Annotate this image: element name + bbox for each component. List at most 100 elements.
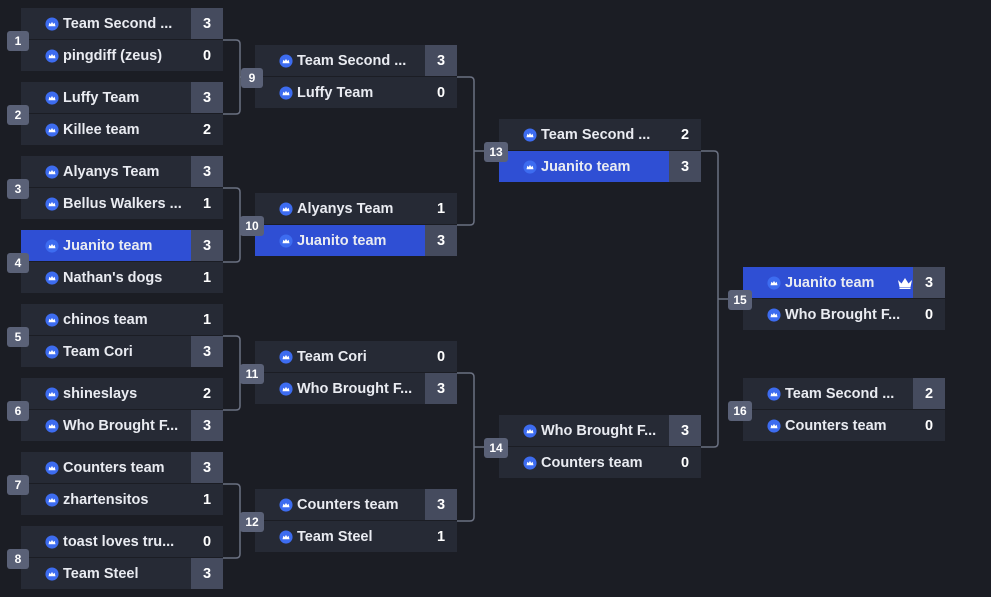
match-number-badge[interactable]: 12 (240, 512, 264, 532)
team-logo-icon (523, 455, 537, 470)
team-score: 0 (202, 47, 212, 64)
team-score: 1 (202, 269, 212, 286)
match-number-badge[interactable]: 7 (7, 475, 29, 495)
team-logo-icon (279, 53, 293, 68)
team-score: 3 (191, 230, 223, 261)
team-name: Counters team (63, 459, 165, 476)
team-score: 0 (436, 348, 446, 365)
team-row[interactable]: Who Brought F...0 (743, 299, 945, 331)
match-number-badge[interactable]: 2 (7, 105, 29, 125)
team-logo-icon (767, 275, 781, 290)
team-row[interactable]: Team Second ...2 (743, 378, 945, 410)
team-logo-icon (45, 90, 59, 105)
team-name: Luffy Team (297, 84, 374, 101)
match-number-badge[interactable]: 10 (240, 216, 264, 236)
team-logo-icon (45, 566, 59, 581)
team-score: 3 (669, 151, 701, 182)
team-row[interactable]: Team Second ...2 (499, 119, 701, 151)
team-row[interactable]: Who Brought F...3 (255, 373, 457, 405)
team-name: Team Cori (63, 343, 133, 360)
team-logo-icon (767, 418, 781, 433)
team-name: Bellus Walkers ... (63, 195, 182, 212)
match-number-badge[interactable]: 14 (484, 438, 508, 458)
team-row[interactable]: Who Brought F...3 (21, 410, 223, 442)
match-number-badge[interactable]: 13 (484, 142, 508, 162)
team-row[interactable]: Who Brought F...3 (499, 415, 701, 447)
team-row[interactable]: Team Second ...3 (21, 8, 223, 40)
team-score: 1 (202, 491, 212, 508)
team-name: Killee team (63, 121, 140, 138)
team-score: 3 (191, 156, 223, 187)
match-1: Team Second ...3 pingdiff (zeus) 0 1 (7, 8, 223, 72)
team-name: chinos team (63, 311, 148, 328)
team-score: 3 (191, 82, 223, 113)
team-score: 3 (425, 373, 457, 404)
team-logo-icon (45, 492, 59, 507)
team-name: Team Second ... (785, 385, 895, 402)
team-score: 2 (202, 121, 212, 138)
team-score: 3 (191, 8, 223, 39)
team-logo-icon (45, 196, 59, 211)
team-row[interactable]: Bellus Walkers ...1 (21, 188, 223, 220)
crown-icon (898, 277, 912, 289)
match-number-badge[interactable]: 3 (7, 179, 29, 199)
team-row[interactable]: pingdiff (zeus) 0 (21, 40, 223, 72)
team-score: 3 (425, 45, 457, 76)
match-number-badge[interactable]: 1 (7, 31, 29, 51)
team-name: Juanito team (297, 232, 387, 249)
team-score: 3 (425, 225, 457, 256)
team-name: pingdiff (zeus) (63, 47, 163, 64)
team-logo-icon (279, 529, 293, 544)
team-score: 3 (191, 452, 223, 483)
team-row[interactable]: Juanito team 3 (255, 225, 457, 257)
team-row[interactable]: toast loves tru...0 (21, 526, 223, 558)
match-number-badge[interactable]: 16 (728, 401, 752, 421)
match-number-badge[interactable]: 11 (240, 364, 264, 384)
team-row[interactable]: Counters team 3 (21, 452, 223, 484)
team-score: 2 (680, 126, 690, 143)
team-logo-icon (45, 48, 59, 63)
match-number-badge[interactable]: 4 (7, 253, 29, 273)
match-number-badge[interactable]: 9 (241, 68, 263, 88)
team-score: 0 (436, 84, 446, 101)
team-score: 0 (202, 533, 212, 550)
team-row[interactable]: Luffy Team 0 (255, 77, 457, 109)
match-number-badge[interactable]: 6 (7, 401, 29, 421)
team-logo-icon (279, 201, 293, 216)
match-number-badge[interactable]: 8 (7, 549, 29, 569)
team-logo-icon (279, 233, 293, 248)
team-logo-icon (45, 16, 59, 31)
team-name: Team Steel (297, 528, 373, 545)
match-number-badge[interactable]: 5 (7, 327, 29, 347)
team-row[interactable]: Killee team 2 (21, 114, 223, 146)
team-row[interactable]: Team Second ...3 (255, 45, 457, 77)
match-number-badge[interactable]: 15 (728, 290, 752, 310)
